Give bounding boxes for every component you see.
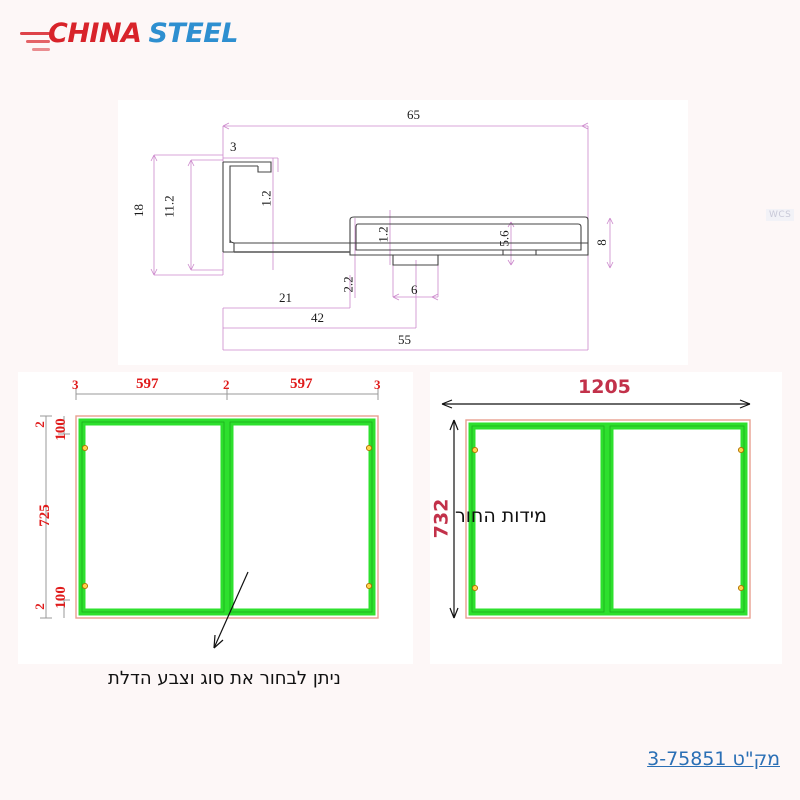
dim-total-height: 18 [131,204,146,217]
dim-wall-mid: 1.2 [375,226,391,243]
dim-chain-55: 55 [398,332,411,347]
hole-hinge-markers [471,446,745,592]
dim-hole-width: 1205 [578,376,631,398]
door-note-leader [213,571,249,649]
dim-leaf-597-b: 597 [290,376,313,392]
left-dimension-chain [40,415,70,619]
wcs-watermark: WCS [766,209,795,221]
door-leaf-left [78,418,228,616]
dim-chamber-height: 5.6 [496,230,512,247]
dim-lip-height: 11.2 [161,195,177,218]
dim-chain-21: 21 [279,290,292,305]
dim-top-2: 2 [31,421,47,428]
dim-725: 725 [36,504,53,527]
hole-dimensions-panel: 1205 732 [430,372,782,664]
dim-left-edge-3: 3 [72,377,79,392]
hole-leaf-left [468,422,608,616]
dim-notch-depth: 2.2 [340,276,356,293]
dim-middle-2: 2 [223,377,230,392]
height-dimension-arrow [449,419,459,619]
hinge-markers [81,444,373,590]
hole-dimensions-drawing [441,399,751,619]
dim-chain-42: 42 [311,310,324,325]
dim-leaf-597-a: 597 [136,376,159,392]
dim-bottom-2: 2 [31,603,47,610]
dim-hole-height: 732 [430,498,453,539]
dimension-lines [150,122,614,351]
logo-text-china: CHINA [48,18,142,49]
hole-outer-frame [465,419,751,619]
sku-link[interactable]: מק"ט 15857-3 [647,748,780,770]
width-dimension-arrow [441,399,751,409]
door-type-color-note: ניתן לבחור את סוג וצבע הדלת [108,668,341,689]
dim-top-100: 100 [52,418,69,441]
dim-bot-100: 100 [52,586,69,609]
logo-speed-line-3 [32,48,50,51]
door-elevation-drawing [40,388,379,649]
dim-lip-width: 3 [230,139,237,154]
profile-section-drawing [150,122,614,351]
hole-dimensions-label: מידות החור [455,505,547,527]
door-elevation-panel: 3 597 2 597 3 2 100 725 100 2 [18,372,413,664]
dim-chamber-depth: 8 [593,239,609,246]
door-leaf-right [226,418,376,616]
logo-speed-line-1 [20,32,50,35]
logo-speed-line-2 [26,40,50,43]
hole-leaf-right [606,422,748,616]
profile-section-panel: WCS [118,100,795,365]
dim-right-edge-3: 3 [374,377,381,392]
logo-text-steel: STEEL [148,18,238,49]
dim-overall-width: 65 [407,107,420,122]
profile-outline [222,161,589,266]
dim-wall-top: 1.2 [258,190,274,207]
dim-notch-width: 6 [411,282,418,297]
top-dimension-chain [75,388,379,400]
